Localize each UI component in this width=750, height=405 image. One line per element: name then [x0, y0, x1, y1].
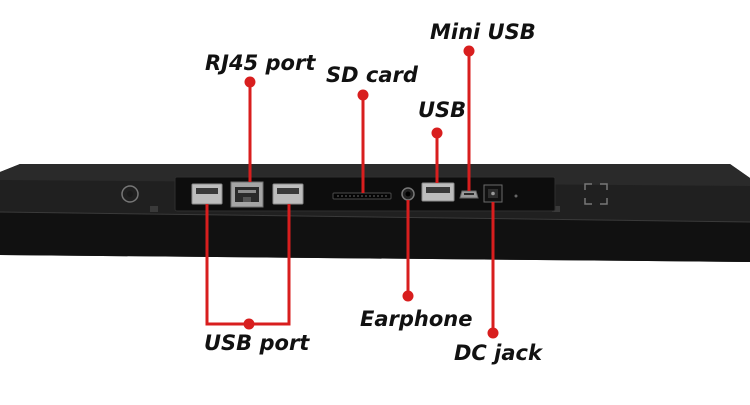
- label-sd-card: SD card: [326, 63, 418, 87]
- label-usb: USB: [418, 98, 467, 122]
- rj45-port: [230, 181, 264, 208]
- earphone-jack: [401, 187, 415, 201]
- dot-rj45: [244, 76, 256, 88]
- usb-port-middle: [421, 182, 455, 202]
- dot-earphone: [402, 290, 414, 302]
- dot-mini-usb: [463, 45, 475, 57]
- label-earphone: Earphone: [360, 307, 473, 331]
- sd-card-slot: [332, 192, 392, 200]
- label-rj45-port: RJ45 port: [205, 51, 316, 75]
- mini-usb-port: [459, 190, 479, 199]
- round-button-icon: [121, 185, 139, 203]
- usb-port-left: [191, 183, 223, 205]
- corner-bracket-icon: [584, 183, 608, 205]
- callout-dots: [243, 45, 499, 339]
- dot-usb-port: [243, 318, 255, 330]
- dot-usb: [431, 127, 443, 139]
- dc-jack: [483, 184, 503, 203]
- dot-sd-card: [357, 89, 369, 101]
- usb-port-right: [272, 183, 304, 205]
- label-usb-port: USB port: [204, 331, 310, 355]
- dot-dc-jack: [487, 327, 499, 339]
- label-dc-jack: DC jack: [454, 341, 542, 365]
- label-mini-usb: Mini USB: [430, 20, 536, 44]
